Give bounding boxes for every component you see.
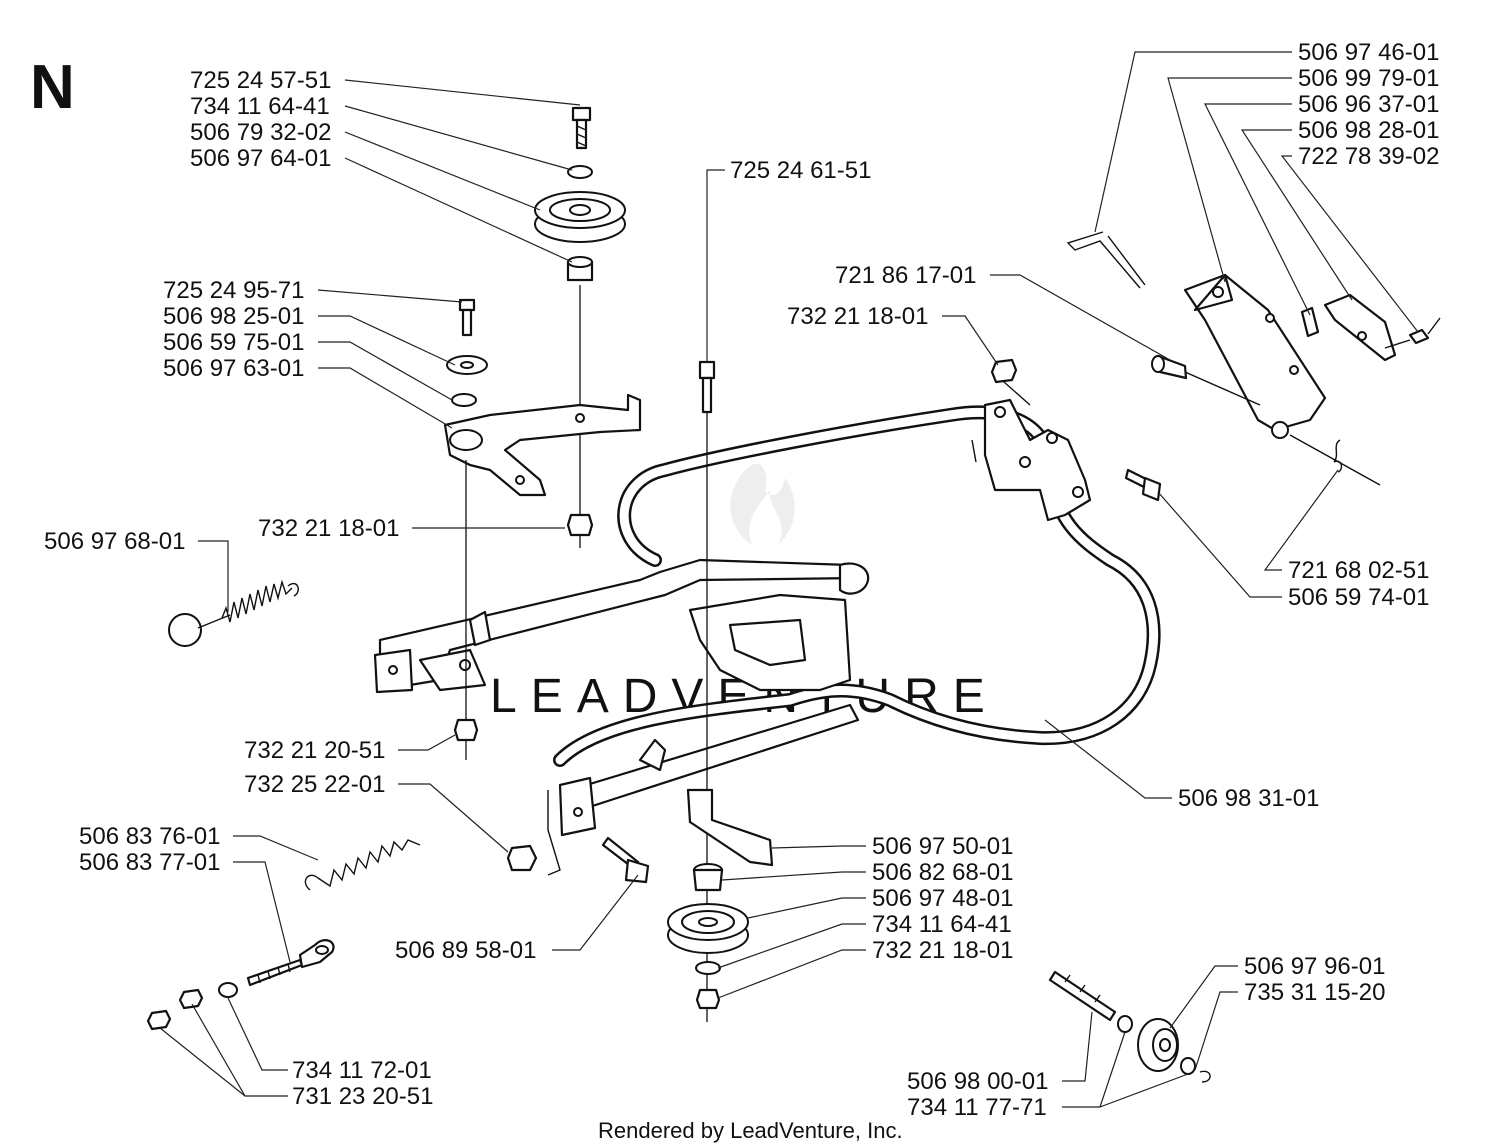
part-label-506-98-25-01: 506 98 25-01	[163, 303, 304, 330]
part-label-734-11-72-01: 734 11 72-01	[292, 1057, 432, 1084]
bracket-hardware-drawing	[990, 358, 1162, 502]
flange-bolt-drawing	[506, 836, 650, 884]
part-label-734-11-64-41: 734 11 64-41	[190, 93, 330, 120]
part-label-732-25-22-01: 732 25 22-01	[244, 771, 385, 798]
upper-pulley-drawing	[534, 106, 626, 520]
part-label-721-86-17-01: 721 86 17-01	[835, 262, 976, 289]
part-label-725-24-57-51: 725 24 57-51	[190, 67, 331, 94]
part-label-506-98-28-01: 506 98 28-01	[1298, 117, 1439, 144]
spring-eyebolt-drawing	[146, 839, 421, 1031]
part-label-732-21-18-01-b: 732 21 18-01	[787, 303, 928, 330]
part-label-731-23-20-51: 731 23 20-51	[292, 1083, 433, 1110]
section-letter: N	[30, 53, 75, 122]
part-label-732-21-18-01-c: 732 21 18-01	[872, 937, 1013, 964]
part-label-506-97-68-01: 506 97 68-01	[44, 528, 185, 555]
part-label-732-21-18-01-a: 732 21 18-01	[258, 515, 399, 542]
part-label-506-59-74-01: 506 59 74-01	[1288, 584, 1429, 611]
part-label-506-96-37-01: 506 96 37-01	[1298, 91, 1439, 118]
part-label-506-79-32-02: 506 79 32-02	[190, 119, 331, 146]
part-label-506-82-68-01: 506 82 68-01	[872, 859, 1013, 886]
part-label-506-99-79-01: 506 99 79-01	[1298, 65, 1439, 92]
idler-arm-drawing	[443, 298, 642, 760]
footer-credit: Rendered by LeadVenture, Inc.	[598, 1118, 903, 1143]
part-label-506-97-63-01: 506 97 63-01	[163, 355, 304, 382]
part-label-734-11-77-71: 734 11 77-71	[907, 1094, 1047, 1121]
part-label-732-21-20-51: 732 21 20-51	[244, 737, 385, 764]
part-label-506-97-64-01: 506 97 64-01	[190, 145, 331, 172]
part-label-506-97-48-01: 506 97 48-01	[872, 885, 1013, 912]
part-label-506-97-50-01: 506 97 50-01	[872, 833, 1013, 860]
part-label-506-98-00-01: 506 98 00-01	[907, 1068, 1048, 1095]
watermark: LEADVENTURE	[490, 463, 985, 723]
part-label-506-59-75-01: 506 59 75-01	[163, 329, 304, 356]
axis-nuts-drawing	[453, 513, 594, 742]
part-label-506-83-76-01: 506 83 76-01	[79, 823, 220, 850]
part-label-735-31-15-20: 735 31 15-20	[1244, 979, 1385, 1006]
part-label-506-89-58-01: 506 89 58-01	[395, 937, 536, 964]
part-label-734-11-64-41-b: 734 11 64-41	[872, 911, 1012, 938]
part-label-506-97-96-01: 506 97 96-01	[1244, 953, 1385, 980]
part-label-721-68-02-51: 721 68 02-51	[1288, 557, 1429, 584]
spring-pin-drawing	[168, 579, 299, 647]
part-label-506-97-46-01: 506 97 46-01	[1298, 39, 1439, 66]
frame-tube-drawing	[553, 398, 1161, 767]
leader-lines	[159, 51, 1419, 1108]
part-label-722-78-39-02: 722 78 39-02	[1298, 143, 1439, 170]
lever-drawing	[1066, 231, 1441, 486]
lower-pulley-drawing	[667, 788, 774, 1010]
wheel-assembly-drawing	[1048, 970, 1211, 1083]
part-label-725-24-95-71: 725 24 95-71	[163, 277, 304, 304]
part-label-506-83-77-01: 506 83 77-01	[79, 849, 220, 876]
part-label-506-98-31-01: 506 98 31-01	[1178, 785, 1319, 812]
crossbar-drawing	[373, 558, 870, 876]
part-label-725-24-61-51: 725 24 61-51	[730, 157, 871, 184]
part-labels: 725 24 57-51 734 11 64-41 506 79 32-02 5…	[44, 39, 1439, 1121]
